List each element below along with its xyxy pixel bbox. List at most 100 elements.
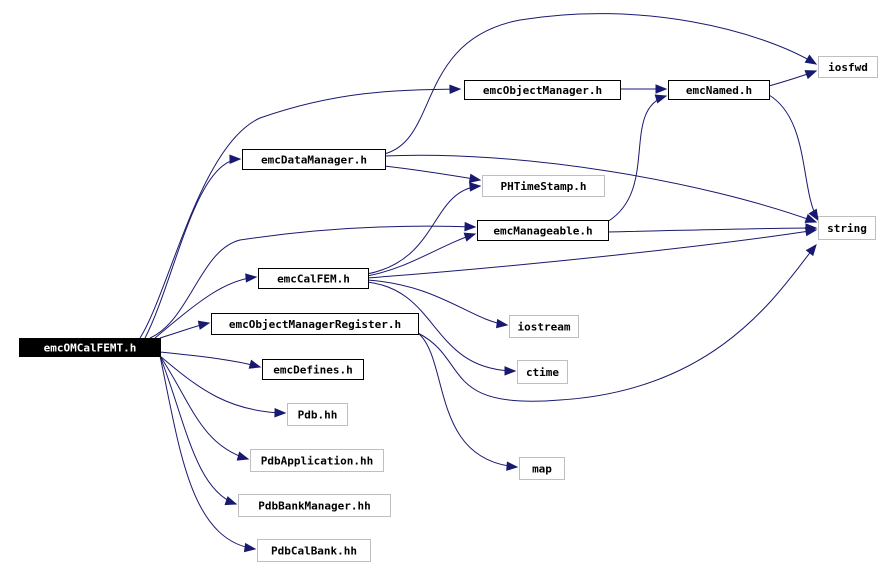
node-box[interactable] xyxy=(477,220,609,241)
node-root[interactable]: emcOMCalFEMT.h xyxy=(19,338,161,357)
edge-line xyxy=(417,244,817,402)
edge-omreg-to-string xyxy=(417,243,817,402)
edge-line xyxy=(139,88,461,339)
node-iostream[interactable]: iostream xyxy=(509,315,579,338)
edge-root-to-objmgr xyxy=(139,84,462,339)
arrowhead-icon xyxy=(245,273,258,283)
node-map[interactable]: map xyxy=(519,457,565,480)
edge-line xyxy=(366,185,481,275)
edge-manageable-to-string xyxy=(606,223,818,233)
edge-omreg-to-map xyxy=(417,332,519,471)
edge-line xyxy=(606,95,667,223)
edge-calfem-to-ctime xyxy=(366,281,517,376)
node-ctime[interactable]: ctime xyxy=(517,360,568,384)
node-datamgr[interactable]: emcDataManager.h xyxy=(242,149,386,170)
edge-root-to-pdb xyxy=(159,355,287,418)
node-box[interactable] xyxy=(818,216,876,240)
node-phts[interactable]: PHTimeStamp.h xyxy=(482,175,605,197)
node-label: emcDefines.h xyxy=(273,364,352,377)
node-box[interactable] xyxy=(287,403,348,426)
arrowhead-icon xyxy=(449,84,462,94)
node-objmgr[interactable]: emcObjectManager.h xyxy=(464,80,621,100)
edge-line xyxy=(159,355,249,460)
edge-line xyxy=(159,355,256,550)
edge-named-to-iosfwd xyxy=(768,70,818,87)
node-box[interactable] xyxy=(818,56,878,78)
node-label: Pdb.hh xyxy=(298,409,338,422)
node-box[interactable] xyxy=(482,175,605,197)
node-box[interactable] xyxy=(509,315,579,338)
node-label: emcNamed.h xyxy=(686,84,752,97)
node-pdbcal[interactable]: PdbCalBank.hh xyxy=(257,539,371,562)
arrowhead-icon xyxy=(808,208,819,222)
node-iosfwd[interactable]: iosfwd xyxy=(818,56,878,78)
node-label: PdbApplication.hh xyxy=(261,455,374,468)
arrowhead-icon xyxy=(496,318,509,329)
edge-line xyxy=(383,13,817,155)
arrowhead-icon xyxy=(229,154,242,164)
edge-root-to-omreg xyxy=(159,320,211,339)
node-named[interactable]: emcNamed.h xyxy=(668,80,770,100)
edge-line xyxy=(159,351,261,368)
node-label: emcManageable.h xyxy=(493,225,592,238)
node-pdb[interactable]: Pdb.hh xyxy=(287,403,348,426)
arrowhead-icon xyxy=(243,542,257,553)
edge-root-to-pdbbank xyxy=(159,355,238,506)
node-label: PdbBankManager.hh xyxy=(258,500,371,513)
node-string[interactable]: string xyxy=(818,216,876,240)
edge-line xyxy=(606,227,817,233)
arrowhead-icon xyxy=(804,70,818,80)
arrowhead-icon xyxy=(506,461,519,471)
node-box[interactable] xyxy=(250,449,384,472)
node-defines[interactable]: emcDefines.h xyxy=(262,359,364,380)
edge-line xyxy=(149,225,476,339)
node-box[interactable] xyxy=(257,539,371,562)
edge-calfem-to-string xyxy=(366,226,818,279)
node-box[interactable] xyxy=(464,80,621,100)
arrowhead-icon xyxy=(236,451,250,461)
edge-root-to-calfem xyxy=(154,273,258,339)
node-manageable[interactable]: emcManageable.h xyxy=(477,220,609,241)
arrowhead-icon xyxy=(224,496,238,506)
node-label: string xyxy=(827,222,867,235)
node-omreg[interactable]: emcObjectManagerRegister.h xyxy=(211,313,419,335)
node-box[interactable] xyxy=(262,359,364,380)
arrowhead-icon xyxy=(274,408,287,418)
node-label: map xyxy=(532,463,552,476)
node-label: PdbCalBank.hh xyxy=(271,545,357,558)
edge-manageable-to-named xyxy=(606,94,668,223)
edge-line xyxy=(366,229,817,279)
arrowhead-icon xyxy=(464,221,477,232)
edge-line xyxy=(159,355,286,414)
node-label: ctime xyxy=(526,366,559,379)
node-box[interactable] xyxy=(519,457,565,480)
edge-root-to-manageable xyxy=(149,221,477,339)
edge-calfem-to-iostream xyxy=(366,279,509,329)
edge-line xyxy=(383,154,817,223)
arrowhead-icon xyxy=(197,320,211,330)
node-box[interactable] xyxy=(258,268,369,289)
node-pdbapp[interactable]: PdbApplication.hh xyxy=(250,449,384,472)
node-label: iosfwd xyxy=(828,61,868,74)
node-box[interactable] xyxy=(242,149,386,170)
node-box[interactable] xyxy=(238,494,391,517)
edge-line xyxy=(144,158,241,339)
node-box[interactable] xyxy=(211,313,419,335)
edge-line xyxy=(366,281,516,372)
node-box[interactable] xyxy=(517,360,568,384)
node-calfem[interactable]: emcCalFEM.h xyxy=(258,268,369,289)
arrowhead-icon xyxy=(654,94,668,104)
edge-line xyxy=(417,332,518,468)
edge-line xyxy=(366,279,508,326)
node-label: emcObjectManagerRegister.h xyxy=(229,318,401,331)
node-box[interactable] xyxy=(19,338,161,357)
arrowhead-icon xyxy=(504,366,517,376)
node-box[interactable] xyxy=(668,80,770,100)
nodes-layer: emcOMCalFEMT.h iosfwd emcObjectManager.h em… xyxy=(19,56,878,562)
node-label: emcDataManager.h xyxy=(261,154,367,167)
edge-line xyxy=(768,94,819,221)
node-pdbbank[interactable]: PdbBankManager.hh xyxy=(238,494,391,517)
edges-layer xyxy=(139,13,819,553)
edge-datamgr-to-phts xyxy=(383,165,482,183)
